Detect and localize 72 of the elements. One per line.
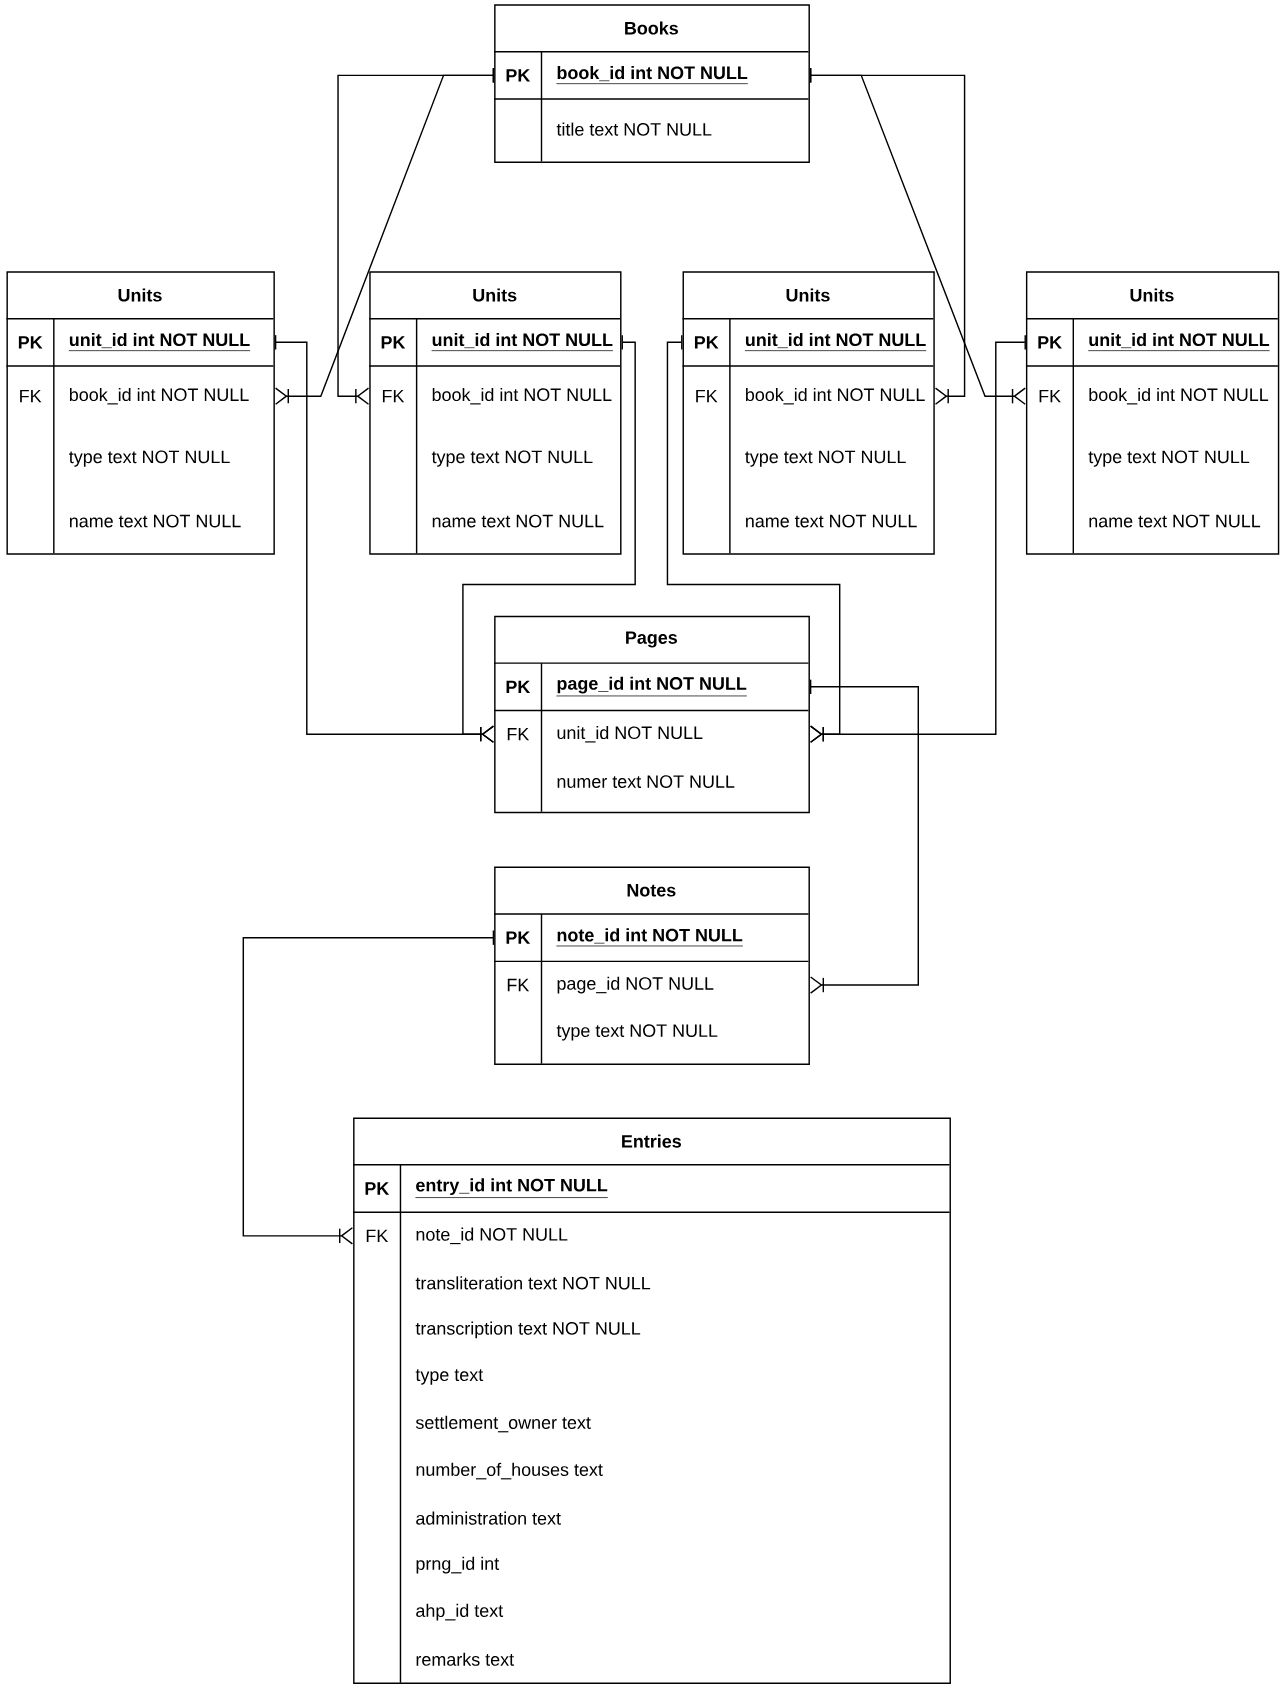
key-label: PK xyxy=(694,336,719,349)
field-name: book_id int NOT NULL xyxy=(432,387,612,405)
relationship-line xyxy=(242,929,495,1245)
field-name: name text NOT NULL xyxy=(432,514,604,528)
field-name: unit_id int NOT NULL xyxy=(744,332,927,351)
field-name: book_id int NOT NULL xyxy=(1089,387,1269,405)
relationship-line xyxy=(462,334,636,743)
table-title: Notes xyxy=(627,884,676,897)
key-label: FK xyxy=(696,390,718,403)
field-name: transliteration text NOT NULL xyxy=(415,1276,651,1290)
field-name: type text NOT NULL xyxy=(556,1024,718,1041)
table xyxy=(681,271,935,555)
table xyxy=(493,866,810,1066)
key-label: PK xyxy=(381,336,406,349)
table-title: Units xyxy=(786,288,830,302)
field-name: type text xyxy=(415,1369,484,1385)
field-name: ahp_id text xyxy=(416,1603,504,1621)
field-name: page_id NOT NULL xyxy=(557,976,714,994)
table xyxy=(493,4,810,163)
key-label: FK xyxy=(507,728,530,741)
table-title: Units xyxy=(473,288,517,302)
table xyxy=(368,271,622,555)
field-name: unit_id int NOT NULL xyxy=(431,332,614,351)
field-name: settlement_owner text xyxy=(415,1415,591,1433)
field-name: book_id int NOT NULL xyxy=(556,65,749,85)
field-name: book_id int NOT NULL xyxy=(69,387,249,405)
table xyxy=(5,271,275,555)
table-title: Units xyxy=(1130,288,1174,302)
field-name: unit_id int NOT NULL xyxy=(1087,332,1270,351)
field-name: book_id int NOT NULL xyxy=(746,387,925,405)
field-name: name text NOT NULL xyxy=(1089,514,1261,528)
table xyxy=(352,1117,951,1685)
key-label: PK xyxy=(506,69,531,82)
key-label: PK xyxy=(1038,336,1062,349)
field-name: page_id int NOT NULL xyxy=(556,676,748,697)
table-title: Units xyxy=(118,288,162,302)
table-title: Entries xyxy=(622,1134,681,1148)
key-label: PK xyxy=(18,336,43,349)
table-title: Pages xyxy=(626,631,677,648)
field-name: prng_id int xyxy=(416,1556,500,1574)
field-name: remarks text xyxy=(416,1652,514,1666)
field-name: name text NOT NULL xyxy=(69,514,241,528)
table xyxy=(1025,271,1280,555)
field-name: type text NOT NULL xyxy=(1088,450,1250,467)
relationship-line xyxy=(809,67,1026,405)
field-name: name text NOT NULL xyxy=(746,514,917,528)
field-name: entry_id int NOT NULL xyxy=(415,1178,609,1198)
field-name: title text NOT NULL xyxy=(556,122,712,136)
key-label: FK xyxy=(507,978,530,992)
field-name: administration text xyxy=(416,1511,561,1525)
field-name: type text NOT NULL xyxy=(745,450,906,467)
key-label: PK xyxy=(506,680,531,693)
key-label: PK xyxy=(506,931,531,944)
key-label: FK xyxy=(20,390,42,403)
key-label: FK xyxy=(1039,390,1061,403)
key-label: FK xyxy=(382,390,405,403)
relationship-line xyxy=(337,67,495,405)
table-title: Books xyxy=(625,21,678,35)
field-name: numer text NOT NULL xyxy=(557,775,735,788)
field-name: type text NOT NULL xyxy=(431,450,593,467)
field-name: note_id NOT NULL xyxy=(416,1227,568,1245)
relationship-line xyxy=(809,334,1026,743)
key-label: PK xyxy=(365,1182,390,1195)
field-name: unit_id int NOT NULL xyxy=(68,332,251,351)
field-name: transcription text NOT NULL xyxy=(415,1321,641,1339)
field-name: note_id int NOT NULL xyxy=(556,928,744,947)
field-name: unit_id NOT NULL xyxy=(557,725,703,743)
relationship-line xyxy=(809,678,919,994)
field-name: type text NOT NULL xyxy=(69,450,230,467)
table xyxy=(493,615,810,814)
field-name: number_of_houses text xyxy=(416,1462,603,1480)
key-label: FK xyxy=(366,1229,389,1243)
